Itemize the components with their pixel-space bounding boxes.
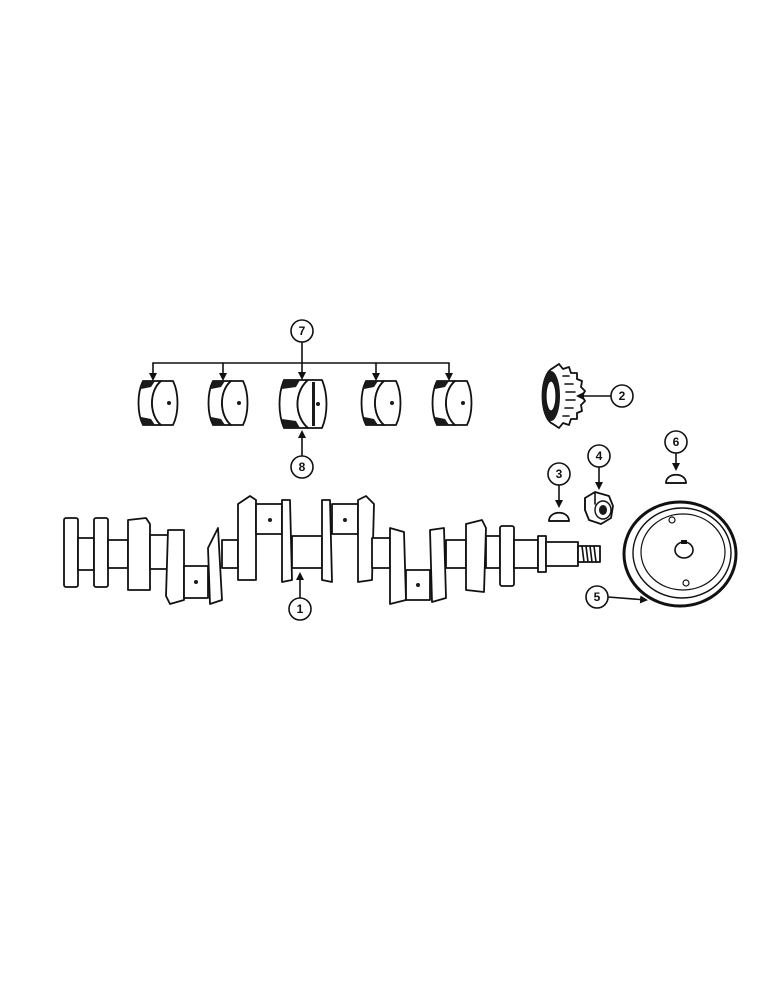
callout-2: 2 — [610, 384, 634, 408]
callout-7: 7 — [290, 319, 314, 343]
bearing-shell-5 — [431, 380, 473, 426]
bearing-shell-thrust — [278, 379, 328, 429]
bearing-shell-4 — [360, 380, 402, 426]
callout-6-label: 6 — [673, 435, 680, 449]
callout-4: 4 — [587, 444, 611, 468]
callout-1: 1 — [288, 597, 312, 621]
callout-3-label: 3 — [556, 467, 563, 481]
timing-gear — [541, 363, 586, 429]
callout-8: 8 — [290, 455, 314, 479]
crankshaft — [63, 495, 601, 605]
gear-key — [548, 511, 570, 522]
callout-4-label: 4 — [596, 449, 603, 463]
main-bearings-leader — [149, 341, 453, 381]
callout-8-label: 8 — [299, 460, 306, 474]
callout-6: 6 — [664, 430, 688, 454]
callout-5-label: 5 — [594, 590, 601, 604]
bearing-shell-2 — [207, 380, 249, 426]
callout-7-label: 7 — [299, 324, 306, 338]
crankshaft-pulley — [622, 500, 738, 608]
callout-1-label: 1 — [297, 602, 304, 616]
pulley-leader — [607, 595, 648, 604]
callout-2-label: 2 — [619, 389, 626, 403]
callout-5: 5 — [585, 585, 609, 609]
crankshaft-nut — [584, 491, 614, 525]
bearing-shell-1 — [137, 380, 179, 426]
main-bearings-group — [137, 379, 473, 429]
callout-3: 3 — [547, 462, 571, 486]
pulley-key — [665, 473, 687, 484]
